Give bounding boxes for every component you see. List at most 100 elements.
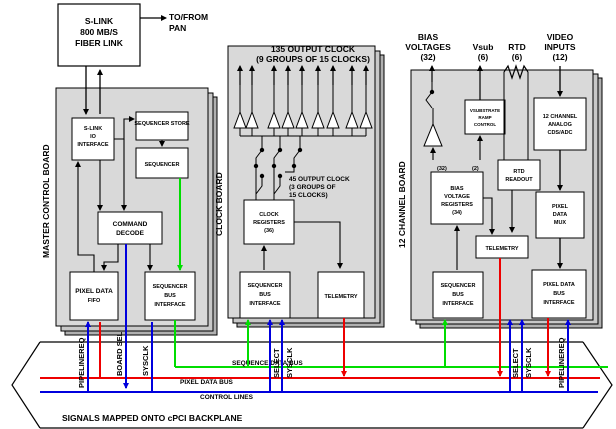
registers-to-telemetry-ch-arrow bbox=[483, 197, 495, 235]
channel-sequencer-bus-interface-box: SEQUENCER BUS INTERFACE bbox=[432, 271, 484, 319]
clock-mux-wiring bbox=[239, 128, 367, 200]
svg-text:PIXEL: PIXEL bbox=[552, 204, 569, 210]
svg-text:(36): (36) bbox=[264, 228, 274, 234]
backplane-label: SIGNALS MAPPED ONTO cPCI BACKPLANE bbox=[62, 413, 243, 423]
backplane-outline bbox=[11, 341, 613, 429]
video-inputs-line-2: INPUTS bbox=[544, 42, 576, 52]
svg-text:ANALOG: ANALOG bbox=[548, 122, 572, 128]
slink-fiber-box: S-LINK 800 MB/S FIBER LINK bbox=[57, 3, 141, 67]
svg-text:VOLTAGE: VOLTAGE bbox=[444, 194, 470, 200]
clock-registers-box: CLOCK REGISTERS (36) bbox=[243, 199, 295, 245]
rtd-line-2: (6) bbox=[512, 52, 523, 62]
to-from-pan-line-1: TO/FROM bbox=[169, 12, 208, 22]
clock-sequencer-bus-interface-box: SEQUENCER BUS INTERFACE bbox=[239, 271, 291, 319]
svg-text:BUS: BUS bbox=[553, 291, 565, 297]
slink-fiber-line-3: FIBER LINK bbox=[75, 38, 124, 48]
fifo-to-slink-arrow bbox=[75, 161, 95, 272]
svg-text:INTERFACE: INTERFACE bbox=[442, 301, 474, 307]
svg-text:DECODE: DECODE bbox=[116, 230, 144, 237]
bias-voltage-registers-box: BIAS VOLTAGE REGISTERS (34) bbox=[430, 171, 484, 225]
svg-text:FIFO: FIFO bbox=[88, 298, 101, 304]
vsub-line-2: (6) bbox=[478, 52, 489, 62]
master-sequencer-bus-interface-box: SEQUENCER BUS INTERFACE bbox=[144, 271, 196, 321]
sequencer-store-box: SEQUENCER STORE bbox=[134, 111, 190, 141]
vsubstrate-ramp-control-box: VSUBSTRATE RAMP CONTROL bbox=[464, 99, 506, 135]
pixel-data-fifo-box: PIXEL DATA FIFO bbox=[69, 271, 119, 321]
slink-interface-box: S-LINK IO INTERFACE bbox=[71, 117, 115, 161]
svg-text:SEQUENCER: SEQUENCER bbox=[248, 283, 283, 289]
sequence-data-bus-label: SEQUENCE DATA BUS bbox=[232, 360, 303, 367]
count-32: (32) bbox=[437, 166, 447, 172]
analog-cds-adc-box: 12 CHANNEL ANALOG CDS/ADC bbox=[533, 97, 587, 151]
svg-text:BUS: BUS bbox=[259, 292, 271, 298]
vsub-line-1: Vsub bbox=[473, 42, 494, 52]
bias-voltages-line-3: (32) bbox=[420, 52, 435, 62]
svg-text:REGISTERS: REGISTERS bbox=[441, 202, 473, 208]
clock-switch-dots bbox=[253, 147, 303, 179]
master-control-board-label: MASTER CONTROL BOARD bbox=[41, 144, 51, 258]
command-decode-box: COMMAND DECODE bbox=[97, 211, 163, 245]
rtd-line-1: RTD bbox=[508, 42, 525, 52]
slink-fiber-line-2: 800 MB/S bbox=[80, 27, 118, 37]
svg-text:12 CHANNEL: 12 CHANNEL bbox=[543, 114, 578, 120]
svg-text:TELEMETRY: TELEMETRY bbox=[324, 294, 357, 300]
svg-text:RTD: RTD bbox=[513, 169, 524, 175]
video-inputs-line-3: (12) bbox=[552, 52, 567, 62]
svg-text:INTERFACE: INTERFACE bbox=[249, 301, 281, 307]
output-clock-title-2: (9 GROUPS OF 15 CLOCKS) bbox=[256, 54, 370, 64]
svg-text:SEQUENCER: SEQUENCER bbox=[153, 284, 188, 290]
decode-to-fifo-arrow bbox=[101, 244, 119, 271]
svg-text:PIXEL DATA: PIXEL DATA bbox=[75, 288, 113, 295]
clock-output-arrows bbox=[237, 65, 369, 85]
svg-text:CONTROL: CONTROL bbox=[474, 122, 496, 127]
svg-text:REGISTERS: REGISTERS bbox=[253, 220, 285, 226]
svg-text:SEQUENCER STORE: SEQUENCER STORE bbox=[134, 121, 190, 127]
pixel-data-bus-interface-box: PIXEL DATA BUS INTERFACE bbox=[531, 269, 587, 319]
slink-fiber-line-1: S-LINK bbox=[85, 16, 114, 26]
svg-text:(34): (34) bbox=[452, 210, 462, 216]
channel-telemetry-box: TELEMETRY bbox=[475, 235, 529, 259]
svg-text:MUX: MUX bbox=[554, 220, 567, 226]
svg-text:IO: IO bbox=[90, 134, 97, 140]
svg-text:TELEMETRY: TELEMETRY bbox=[485, 246, 518, 252]
to-from-pan-line-2: PAN bbox=[169, 23, 186, 33]
board-sel-label: BOARD SEL bbox=[115, 331, 124, 376]
rtd-readout-box: RTD READOUT bbox=[497, 159, 541, 191]
output-clock-title-1: 135 OUTPUT CLOCK bbox=[271, 44, 356, 54]
svg-text:INTERFACE: INTERFACE bbox=[543, 300, 575, 306]
svg-text:S-LINK: S-LINK bbox=[84, 126, 102, 132]
bias-buffer-triangle bbox=[423, 122, 443, 147]
clock-driver-buffers bbox=[233, 85, 373, 129]
channel-pipelinereq-label: PIPELINEREQ bbox=[557, 337, 566, 388]
master-pipelinereq-label: PIPELINEREQ bbox=[77, 337, 86, 388]
svg-text:CLOCK: CLOCK bbox=[259, 212, 279, 218]
rtd-resistor-symbol bbox=[503, 64, 529, 80]
svg-text:INTERFACE: INTERFACE bbox=[154, 302, 186, 308]
count-2: (2) bbox=[472, 166, 479, 172]
svg-text:VSUBSTRATE: VSUBSTRATE bbox=[470, 108, 500, 113]
sequencer-box: SEQUENCER bbox=[135, 147, 189, 179]
svg-text:SEQUENCER: SEQUENCER bbox=[441, 283, 476, 289]
svg-text:RAMP: RAMP bbox=[478, 115, 491, 120]
svg-text:PIXEL DATA: PIXEL DATA bbox=[543, 282, 575, 288]
svg-text:CDS/ADC: CDS/ADC bbox=[547, 130, 572, 136]
channel-board-label: 12 CHANNEL BOARD bbox=[397, 161, 407, 248]
clock-telemetry-box: TELEMETRY bbox=[317, 271, 365, 319]
clock-sysclk-label: SYSCLK bbox=[285, 347, 294, 378]
svg-text:INTERFACE: INTERFACE bbox=[77, 142, 109, 148]
channel-select-label: SELECT bbox=[511, 348, 520, 378]
control-lines-label: CONTROL LINES bbox=[200, 394, 254, 401]
output-clock-note-1: 45 OUTPUT CLOCK bbox=[289, 176, 350, 183]
master-sysclk-label: SYSCLK bbox=[141, 345, 150, 376]
svg-text:BUS: BUS bbox=[452, 292, 464, 298]
svg-text:COMMAND: COMMAND bbox=[113, 221, 148, 228]
bias-switch bbox=[425, 82, 433, 109]
bias-voltages-line-1: BIAS bbox=[418, 32, 439, 42]
clock-board-label: CLOCK BOARD bbox=[214, 172, 224, 236]
bias-voltages-line-2: VOLTAGES bbox=[405, 42, 451, 52]
svg-text:READOUT: READOUT bbox=[505, 177, 533, 183]
svg-text:SEQUENCER: SEQUENCER bbox=[145, 162, 180, 168]
pixel-data-mux-box: PIXEL DATA MUX bbox=[535, 191, 585, 239]
channel-sysclk-label: SYSCLK bbox=[524, 347, 533, 378]
